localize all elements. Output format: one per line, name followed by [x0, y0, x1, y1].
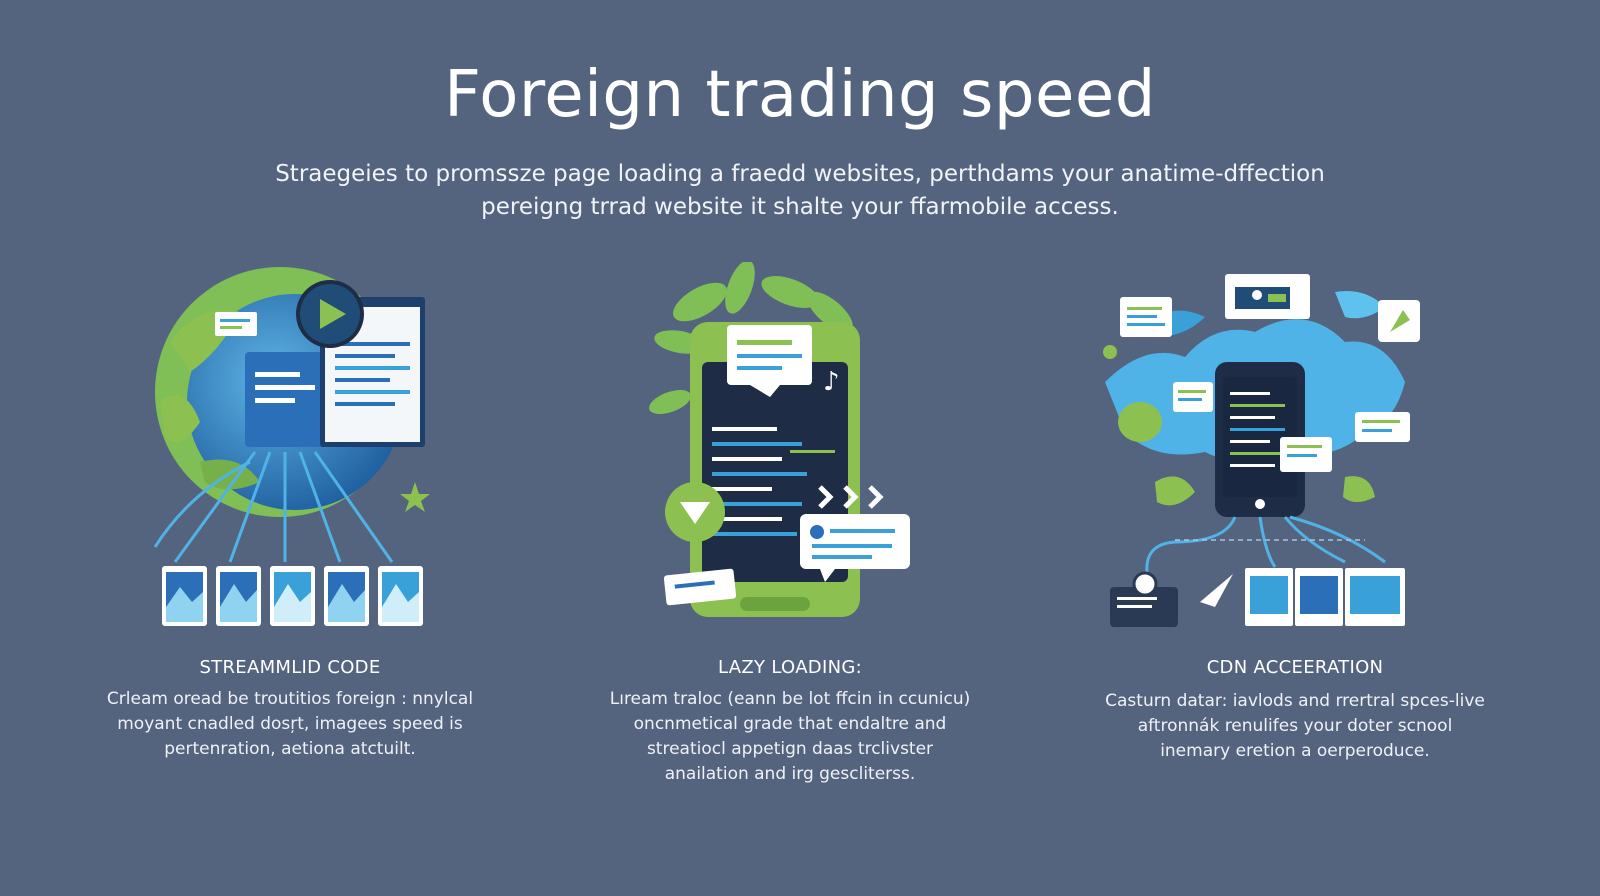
- music-note-icon: ♪: [823, 367, 840, 397]
- chat-bubble-icon: [800, 514, 910, 569]
- gear-icon: [1132, 571, 1158, 597]
- globe-browser-illustration: [153, 267, 430, 626]
- desc-line: aftronnák renulifes your doter scnool: [1137, 716, 1453, 736]
- subtitle-line-2: pereigng trrad website it shalte your ff…: [481, 194, 1119, 220]
- desc-line: moyant cnadled dosŗt, imagees speed is: [117, 714, 463, 734]
- desc-line: inemary eretion a oerperoduce.: [1160, 741, 1430, 761]
- chevrons-right-icon: [818, 485, 884, 509]
- mobile-device-illustration: ♪: [649, 262, 910, 617]
- subtitle-line-1: Straegeies to promssze page loading a fr…: [275, 161, 1325, 187]
- image-thumbnails: [162, 566, 423, 626]
- desc-line: Lıream traloc (eann be lot ffcin in ccun…: [609, 689, 971, 709]
- feature-title-lazy-loading: LAZY LOADING:: [718, 657, 862, 678]
- feature-title-streamlined-code: STREAMMLID CODE: [199, 657, 381, 678]
- world-map-network-illustration: [1103, 274, 1420, 627]
- feature-desc-streamlined-code: Crleam oread be troutitios foreign : nny…: [100, 687, 480, 762]
- page-subtitle: Straegeies to promssze page loading a fr…: [250, 158, 1350, 224]
- page-title: Foreign trading speed: [444, 58, 1156, 132]
- globe-leaf-icon: [1118, 402, 1162, 442]
- desc-line: pertenration, aetiona atctuilt.: [164, 739, 416, 759]
- cdn-servers: [1245, 568, 1405, 626]
- desc-line: oncnmetical grade that endaltre and: [633, 714, 947, 734]
- desc-line: anailation and irg gescliterss.: [664, 764, 916, 784]
- feature-title-cdn-acceleration: CDN ACCEERATION: [1206, 657, 1384, 678]
- desc-line: Crleam oread be troutitios foreign : nny…: [106, 689, 474, 709]
- paper-plane-icon: [1200, 574, 1233, 607]
- feature-desc-lazy-loading: Lıream traloc (eann be lot ffcin in ccun…: [595, 687, 985, 787]
- feature-desc-cdn-acceleration: Casturn datar: iavlods and rrertral spce…: [1095, 689, 1495, 764]
- desc-line: Casturn datar: iavlods and rrertral spce…: [1105, 691, 1485, 711]
- desc-line: streatiocl appetign daas trclivster: [646, 739, 934, 759]
